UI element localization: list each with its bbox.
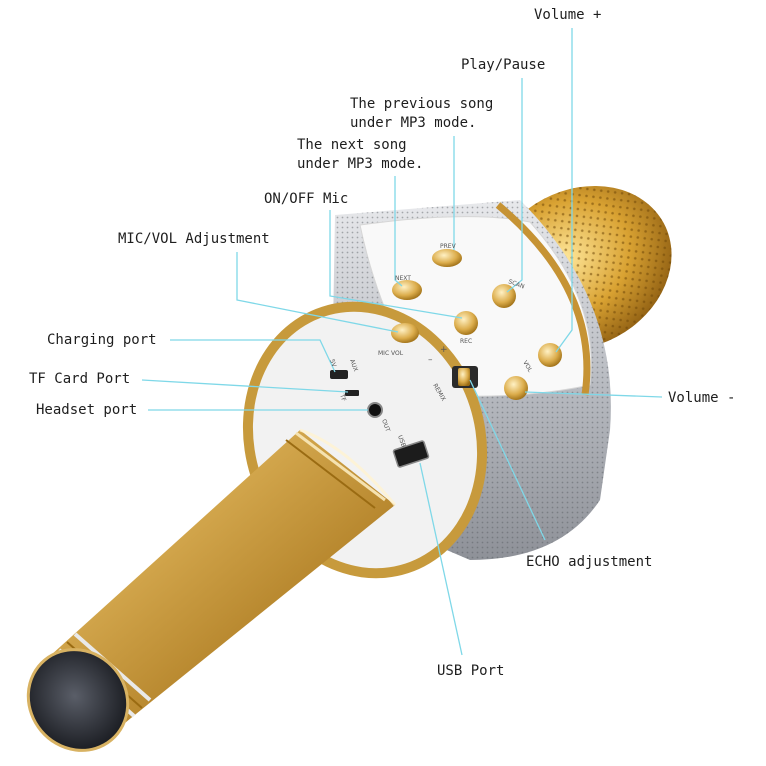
label-mic-vol: MIC/VOL Adjustment [118, 231, 270, 247]
marking-next: NEXT [395, 275, 411, 282]
label-charging-port: Charging port [47, 332, 157, 348]
marking-tf: TF [338, 392, 348, 403]
label-volume-up: Volume + [534, 7, 602, 23]
leader-next-song [394, 176, 403, 287]
label-tf-card-port: TF Card Port [29, 371, 131, 387]
rec-button[interactable] [454, 311, 478, 335]
marking-out: OUT [380, 418, 391, 433]
label-play-pause: Play/Pause [461, 57, 546, 73]
headset-jack [367, 402, 383, 418]
label-usb-port: USB Port [437, 663, 505, 679]
leader-volume-down [524, 391, 663, 398]
mic-on-off-button[interactable] [391, 323, 419, 343]
volume-up-button[interactable] [538, 343, 562, 367]
marking-5v: 5V [328, 358, 338, 369]
leader-usb [419, 462, 463, 656]
next-button[interactable] [392, 280, 422, 300]
marking-mic-vol: MIC VOL [378, 350, 404, 357]
marking-minus: – [428, 355, 433, 365]
leader-play-pause [506, 78, 523, 293]
handle-end-cap [28, 649, 128, 751]
label-next-song-line2: under MP3 mode. [297, 156, 424, 172]
leader-volume-up [555, 28, 573, 353]
leader-charging-port [170, 339, 336, 373]
label-on-off-mic: ON/OFF Mic [264, 191, 349, 207]
prev-button[interactable] [432, 249, 462, 267]
ports [330, 370, 430, 468]
leader-lines [141, 28, 663, 656]
leader-mic-vol [236, 252, 399, 333]
tf-card-slot [345, 390, 359, 396]
echo-slider-knob[interactable] [458, 368, 470, 386]
leader-on-off-mic [329, 210, 463, 319]
charging-port-slot [330, 370, 348, 379]
label-previous-song-line2: under MP3 mode. [350, 115, 477, 131]
marking-aux: AUX [348, 358, 359, 372]
label-volume-down: Volume - [668, 390, 736, 406]
leader-echo [469, 379, 546, 541]
label-previous-song-line1: The previous song [350, 96, 494, 112]
label-next-song-line1: The next song [297, 137, 407, 153]
marking-plus: + [440, 345, 448, 355]
control-buttons [391, 249, 562, 400]
marking-prev: PREV [440, 243, 457, 250]
label-previous-song: The previous song under MP3 mode. [350, 95, 493, 133]
volume-down-button[interactable] [504, 376, 528, 400]
marking-rec: REC [460, 338, 472, 345]
leader-tf-card [141, 379, 349, 393]
label-next-song: The next song under MP3 mode. [297, 136, 423, 174]
label-headset-port: Headset port [36, 402, 138, 418]
usb-slot [392, 440, 430, 468]
marking-usb: USB [396, 434, 407, 448]
device-markings: PREV NEXT SCAN REC MIC VOL – + REMIX VOL… [328, 243, 534, 448]
label-echo-adjustment: ECHO adjustment [526, 554, 653, 570]
